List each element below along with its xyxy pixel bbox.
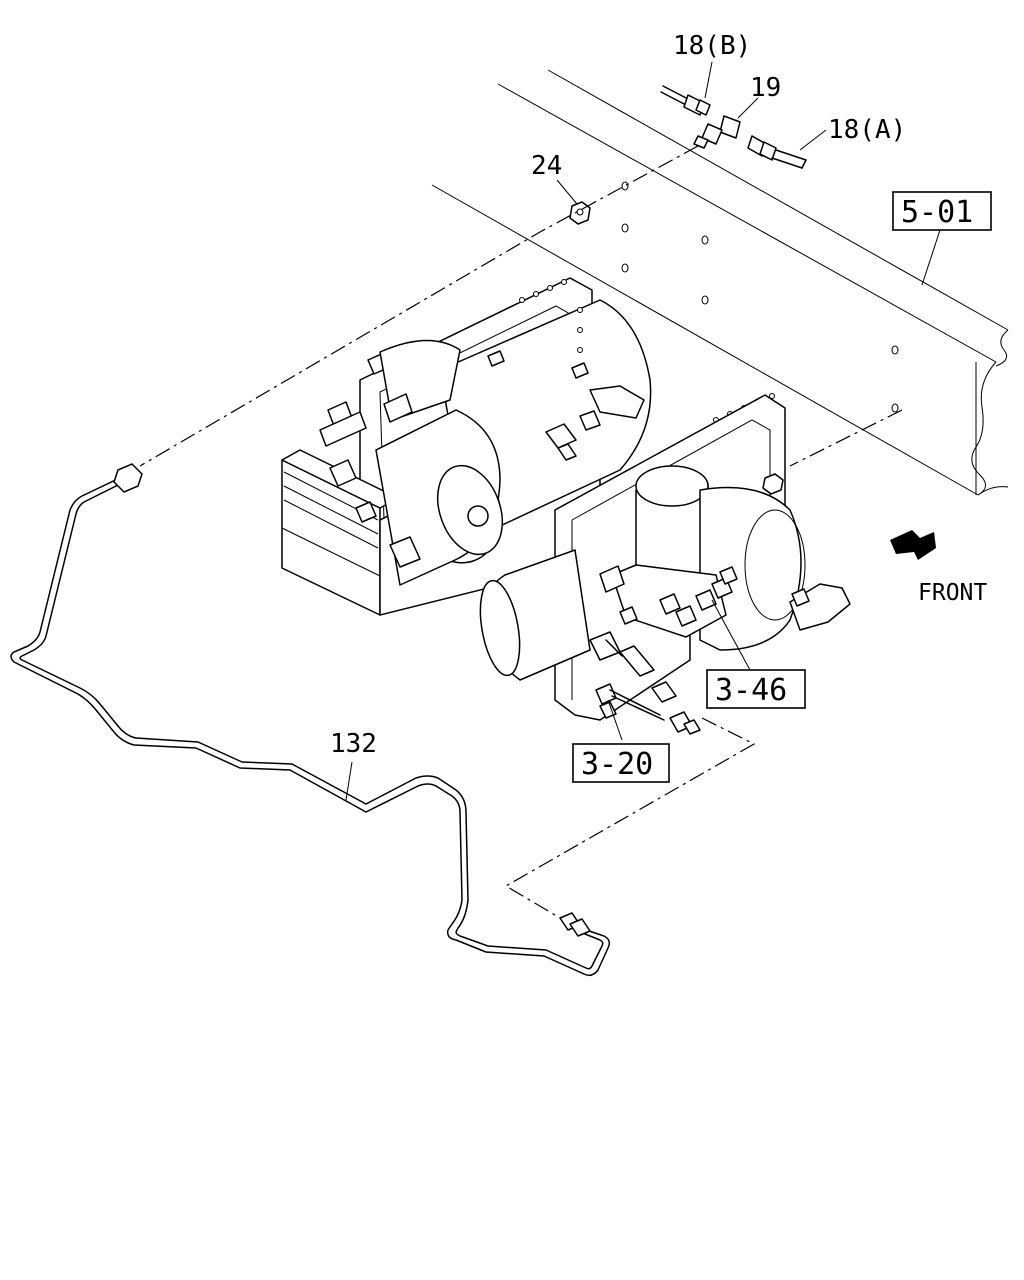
- label-part-19: 19: [750, 73, 781, 103]
- label-part-24: 24: [531, 151, 562, 181]
- ref-box-valve: 3-20: [572, 743, 670, 783]
- label-front: FRONT: [918, 580, 987, 606]
- frame-rail: [431, 69, 1009, 496]
- ref-box-dryer: 3-46: [706, 669, 806, 709]
- ref-valve-text: 3-20: [581, 747, 653, 782]
- air-dryer-assembly: [281, 277, 851, 919]
- label-part-18b: 18(B): [673, 31, 751, 61]
- fitting-assembly: [139, 61, 941, 467]
- ref-frame-text: 5-01: [901, 195, 973, 230]
- label-part-18a: 18(A): [828, 115, 906, 145]
- pipe-132: [10, 463, 611, 977]
- bracket-holes: [519, 279, 775, 423]
- ref-dryer-text: 3-46: [715, 673, 787, 708]
- arrow-icon: [890, 530, 936, 560]
- label-part-132: 132: [330, 729, 377, 759]
- ref-box-frame: 5-01: [892, 191, 992, 231]
